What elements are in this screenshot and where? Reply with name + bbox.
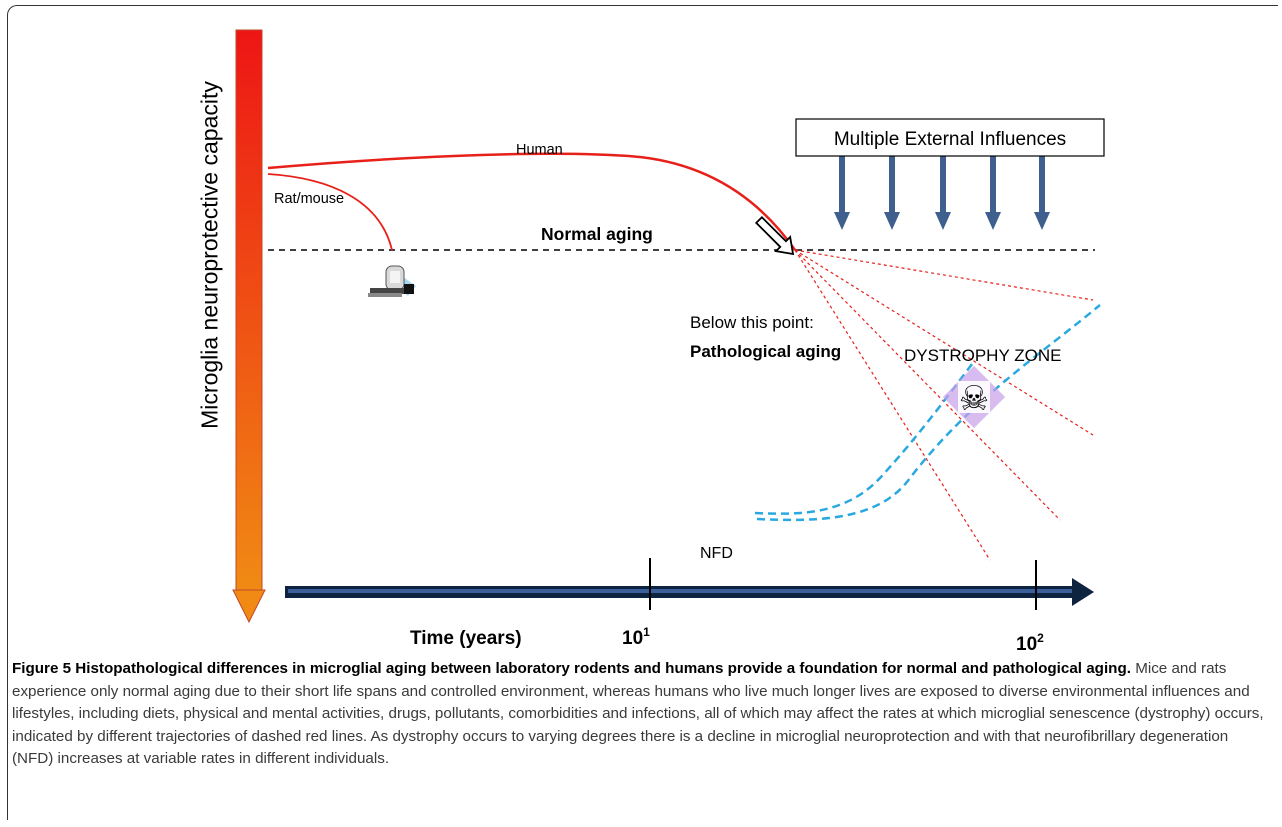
rodent-curve: [267, 173, 393, 251]
caption-title: Figure 5 Histopathological differences i…: [12, 660, 1131, 677]
rodent-label: Rat/mouse: [274, 191, 344, 207]
external-influence-arrows: [834, 148, 1050, 230]
y-axis-label-wrapper: Microglia neuroprotective capacity: [195, 81, 225, 429]
normal-aging-label: Normal aging: [541, 224, 653, 244]
pathological-trajectories: [794, 249, 1094, 561]
svg-text:☠: ☠: [959, 379, 989, 419]
tombstone-computer-icon: [368, 265, 416, 297]
y-axis-label: Microglia neuroprotective capacity: [196, 81, 223, 429]
aging-diagram: Multiple External Influences ☠ Human Rat…: [232, 29, 1105, 655]
hollow-arrow-icon: [754, 215, 795, 256]
external-influences-box: [795, 118, 1105, 157]
figure-caption: Figure 5 Histopathological differences i…: [12, 658, 1270, 771]
tick-100-label: 102: [1016, 631, 1044, 655]
dystrophy-zone-label: DYSTROPHY ZONE: [904, 346, 1061, 365]
external-influences-label: Multiple External Influences: [834, 129, 1066, 150]
caption-body: Mice and rats experience only normal agi…: [12, 660, 1264, 767]
y-axis-arrow: [232, 29, 266, 624]
x-axis-label: Time (years): [410, 628, 522, 649]
figure-frame: [7, 5, 1278, 820]
below-point-line2: Pathological aging: [690, 342, 841, 361]
below-point-line1: Below this point:: [690, 313, 814, 332]
nfd-curves: [754, 304, 1101, 522]
nfd-label: NFD: [700, 545, 733, 562]
human-label: Human: [516, 142, 563, 158]
human-curve: [267, 152, 797, 251]
time-axis-arrow: [285, 558, 1094, 610]
skull-crossbones-icon: ☠: [942, 365, 1006, 429]
tick-10-label: 101: [622, 625, 650, 649]
